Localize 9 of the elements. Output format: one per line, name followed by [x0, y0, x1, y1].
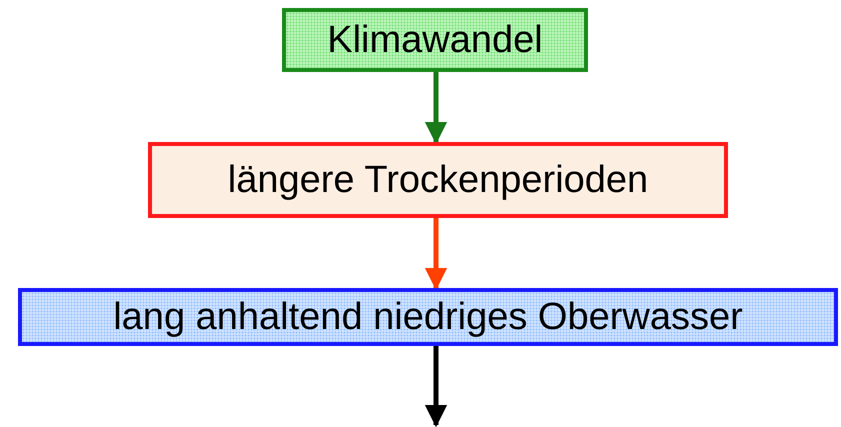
- process-box: [18, 288, 838, 346]
- box-label: längere Trockenperioden: [228, 158, 648, 202]
- box-label: Klimawandel: [327, 18, 543, 62]
- process-box: [148, 142, 728, 218]
- box-label: lang anhaltend niedriges Oberwasser: [113, 296, 743, 338]
- arrow: [424, 218, 448, 290]
- process-box: [282, 8, 588, 72]
- arrow: [424, 72, 448, 144]
- arrow: [424, 346, 448, 427]
